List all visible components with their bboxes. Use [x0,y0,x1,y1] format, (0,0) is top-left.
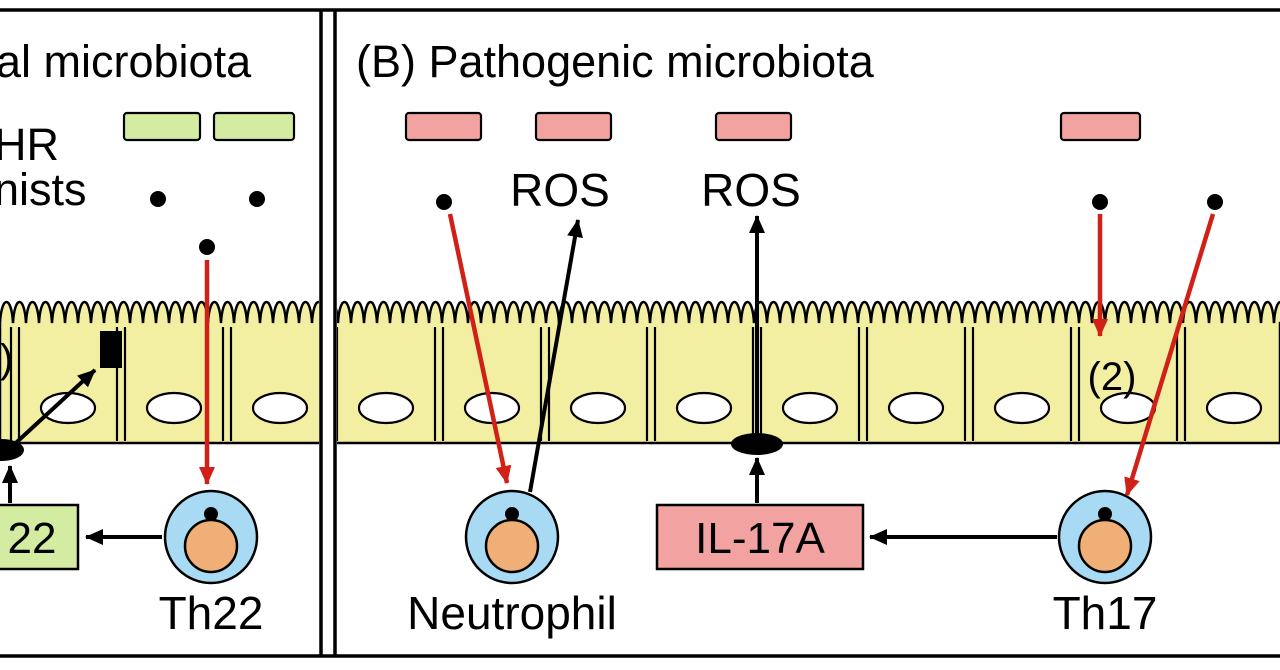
immune-cell-core [484,518,540,574]
metabolite-dot [1092,194,1108,210]
ahr-agonist-label-line2: nists [0,164,87,215]
th17-cell [1057,489,1153,585]
pathogen-signal-arrow-neutrophil [447,213,512,484]
metabolite-dot [199,239,215,255]
il17a-box-label: IL-17A [695,514,825,563]
pathogenic-bacteria-rod [404,111,483,142]
annotation-2: (2) [1088,355,1137,399]
il17a-receptor-blob [731,433,783,455]
metabolite-dot [249,191,265,207]
paren-annotation: ) [0,337,13,381]
ros-label-left: ROS [510,164,610,216]
receptor-crosstalk-arrow [4,368,97,454]
pathogenic-bacteria-rod [714,111,793,142]
immune-cell-dot [505,507,519,521]
epithelial-cell-nucleus [569,391,627,425]
pathogenic-bacteria-rod [534,111,613,142]
membrane-receptor-square [100,331,122,368]
pathogen-signal-arrow-th17 [1124,213,1216,496]
il22-box [0,503,80,571]
panel-a: al microbiota HR nists ) 22 Th22 [0,36,296,639]
immune-cell-core [1077,518,1133,574]
ahr-agonist-label-line1: HR [0,119,59,170]
metabolite-dot [150,191,166,207]
th22-cell [163,489,259,585]
metabolite-dot [1207,194,1223,210]
neutrophil-cell [464,489,560,585]
epithelial-cell-nucleus [781,391,839,425]
epithelial-cell-nucleus [993,391,1051,425]
th22-label: Th22 [159,587,264,639]
ros-release-arrow [528,219,583,493]
epithelial-cell-nucleus [251,391,309,425]
commensal-bacteria-rod [212,111,296,142]
commensal-bacteria-rod [122,111,202,142]
immune-cell-core [183,518,239,574]
panel-a-title: al microbiota [0,36,252,87]
il17a-box [655,503,865,571]
ros-label-right: ROS [701,164,801,216]
epithelial-cell-nucleus [887,391,945,425]
immune-cell-dot [204,507,218,521]
panel-divider-gap [319,0,337,670]
basolateral-receptor-blob [0,439,24,461]
panel-b-title: (B) Pathogenic microbiota [356,36,875,87]
il22-box-label: 22 [8,514,57,563]
epithelial-cell-nucleus [357,391,415,425]
pathogenic-bacteria-rod [1059,111,1142,142]
epithelial-cell-nucleus [1205,391,1263,425]
immune-cell-dot [1098,507,1112,521]
th17-label: Th17 [1053,587,1158,639]
epithelial-cell-nucleus [675,391,733,425]
epithelial-cell-nucleus [145,391,203,425]
metabolite-dot [436,194,452,210]
panel-b: (B) Pathogenic microbiota ROS ROS IL-17A… [356,36,1223,639]
neutrophil-label: Neutrophil [407,587,617,639]
